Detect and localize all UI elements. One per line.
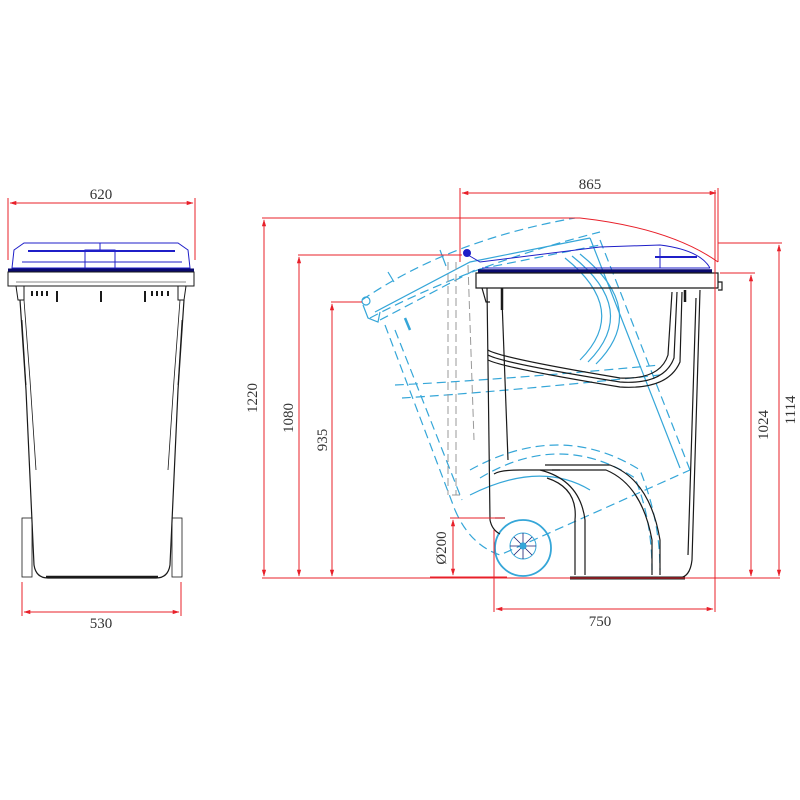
front-body [19, 299, 185, 579]
dim-label-1080: 1080 [281, 403, 297, 433]
dim-label-935: 935 [315, 429, 331, 452]
dim-front-bottom-width: 530 [21, 582, 182, 632]
dim-label-750: 750 [589, 614, 612, 630]
side-view: 865 750 1220 1080 935 Ø200 1024 1114 [245, 177, 799, 630]
front-rim [7, 271, 195, 302]
dim-label-620: 620 [90, 187, 113, 203]
dim-label-530: 530 [90, 616, 113, 632]
wheel-icon [494, 519, 552, 577]
side-closed-body [475, 272, 723, 580]
front-lid [8, 242, 194, 272]
dim-label-865: 865 [579, 177, 602, 193]
front-view: 620 530 [7, 187, 196, 632]
side-dimensions [261, 188, 782, 612]
tilted-bin-ghost [361, 217, 691, 577]
dim-label-1024: 1024 [756, 410, 772, 441]
tilted-handle-ghost [447, 262, 475, 496]
dim-label-wheel-diameter: Ø200 [434, 531, 450, 564]
side-closed-lid [463, 244, 712, 273]
dim-label-1220: 1220 [245, 383, 261, 413]
dim-front-top-width: 620 [7, 187, 196, 260]
dim-label-1114: 1114 [783, 395, 799, 424]
